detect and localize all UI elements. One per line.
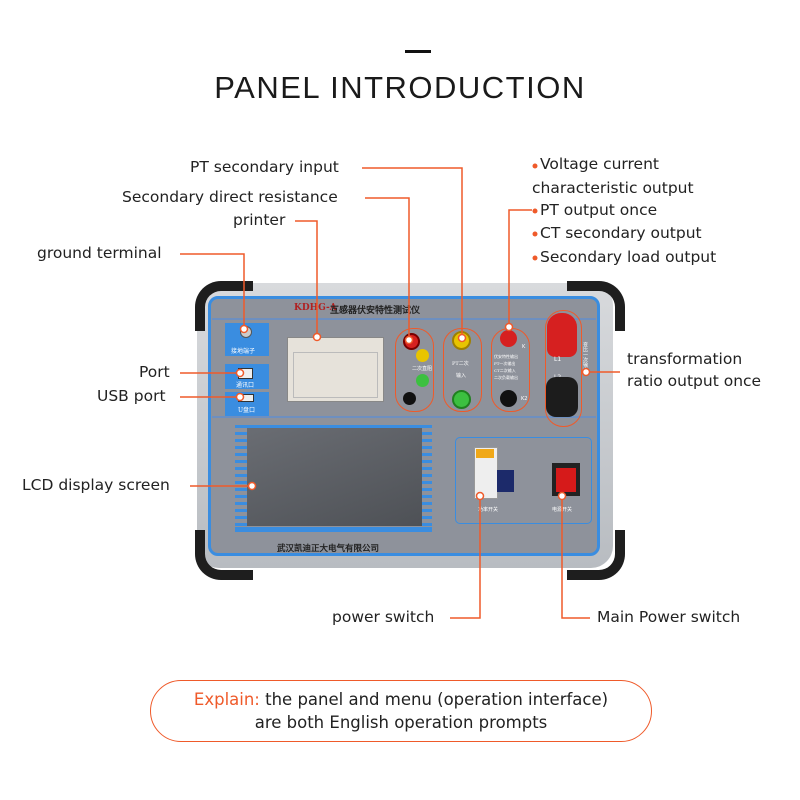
dot bbox=[504, 322, 514, 332]
line-main-power bbox=[561, 496, 590, 619]
output-label: 二次负载输出 bbox=[494, 375, 518, 380]
l1-label: L1 bbox=[554, 356, 562, 363]
section-divider bbox=[212, 318, 596, 320]
title-dash bbox=[405, 50, 431, 53]
label-secondary-direct-resistance: Secondary direct resistance bbox=[122, 188, 338, 206]
output-labels: 伏安特性输出 PT一次输出 CT二次输入 二次负载输出 bbox=[494, 353, 518, 381]
label-output-2: PT output once bbox=[540, 201, 658, 219]
dot bbox=[235, 392, 245, 402]
label-output-3: CT secondary output bbox=[540, 224, 702, 242]
output-label: 伏安特性输出 bbox=[494, 354, 518, 359]
explain-note: Explain: the panel and menu (operation i… bbox=[150, 680, 652, 742]
output-label: PT一次输出 bbox=[494, 361, 516, 366]
label-output-1: Voltage current bbox=[540, 155, 659, 173]
bullet bbox=[532, 255, 538, 261]
comm-port-label: 通讯口 bbox=[236, 382, 255, 389]
usb-label: U盘口 bbox=[238, 407, 256, 414]
dot bbox=[557, 491, 567, 501]
label-power-switch: power switch bbox=[332, 608, 435, 626]
label-output-4: Secondary load output bbox=[540, 248, 717, 266]
label-usb-port: USB port bbox=[97, 387, 166, 405]
section-divider bbox=[212, 416, 596, 418]
printer[interactable] bbox=[287, 337, 384, 402]
label-ground-terminal: ground terminal bbox=[37, 244, 162, 262]
ground-label: 接地端子 bbox=[231, 348, 256, 355]
corner-bumper bbox=[567, 530, 625, 580]
rocker bbox=[556, 468, 576, 492]
device-model: KDHG-A bbox=[294, 303, 337, 313]
ratio-group-outline bbox=[545, 310, 582, 427]
line-pt-input bbox=[362, 167, 463, 338]
dot bbox=[312, 332, 322, 342]
label-port: Port bbox=[139, 363, 170, 381]
dot bbox=[404, 335, 414, 345]
printer-lid bbox=[293, 352, 378, 398]
breaker-indicator bbox=[476, 449, 494, 458]
lcd-bottom-bar bbox=[235, 527, 432, 532]
label-main-power-switch: Main Power switch bbox=[597, 608, 741, 626]
note-prefix: Explain: bbox=[193, 690, 260, 709]
label-printer: printer bbox=[233, 211, 286, 229]
note-text-1: the panel and menu (operation interface) bbox=[265, 690, 609, 709]
pt-input-label: 输入 bbox=[456, 373, 467, 379]
ratio-label: 变比一次输出 bbox=[582, 342, 588, 372]
dot bbox=[235, 368, 245, 378]
note-line-1: Explain: the panel and menu (operation i… bbox=[151, 688, 651, 711]
terminal-yellow[interactable] bbox=[416, 349, 429, 362]
line-power-switch bbox=[450, 496, 481, 619]
line-ground bbox=[180, 253, 245, 329]
dot bbox=[475, 491, 485, 501]
label-lcd: LCD display screen bbox=[22, 476, 170, 494]
resistance-label: 二次直阻 bbox=[412, 366, 433, 372]
resistance-group-outline bbox=[395, 328, 434, 412]
dot bbox=[239, 324, 249, 334]
corner-bumper bbox=[195, 530, 253, 580]
output-label: CT二次输入 bbox=[494, 368, 516, 373]
bullet bbox=[532, 163, 538, 169]
breaker-label: 功率开关 bbox=[478, 507, 499, 513]
bullet bbox=[532, 208, 538, 214]
corner-bumper bbox=[195, 281, 253, 331]
label-pt-secondary-input: PT secondary input bbox=[190, 158, 339, 176]
label-ratio-output: ratio output once bbox=[627, 372, 762, 390]
company-name: 武汉凯迪正大电气有限公司 bbox=[277, 544, 380, 554]
label-transformation: transformation bbox=[627, 350, 743, 368]
dot bbox=[457, 333, 467, 343]
lcd-screen bbox=[247, 428, 422, 526]
bullet bbox=[532, 231, 538, 237]
dot bbox=[247, 481, 257, 491]
device-name: 互感器伏安特性测试仪 bbox=[330, 306, 421, 316]
dot bbox=[581, 367, 591, 377]
line-outputs bbox=[508, 209, 532, 327]
line-resistance bbox=[365, 197, 410, 340]
note-text-2: are both English operation prompts bbox=[254, 713, 548, 732]
page-title: PANEL INTRODUCTION bbox=[214, 70, 586, 105]
switch-box bbox=[455, 437, 592, 524]
breaker-lever[interactable] bbox=[497, 470, 514, 492]
output-label-k: K bbox=[522, 344, 526, 350]
pt-input-label: PT二次 bbox=[452, 361, 469, 367]
line-printer bbox=[295, 220, 318, 337]
label-output-1b: characteristic output bbox=[532, 179, 694, 197]
corner-bumper bbox=[567, 281, 625, 331]
terminal-green[interactable] bbox=[416, 374, 429, 387]
